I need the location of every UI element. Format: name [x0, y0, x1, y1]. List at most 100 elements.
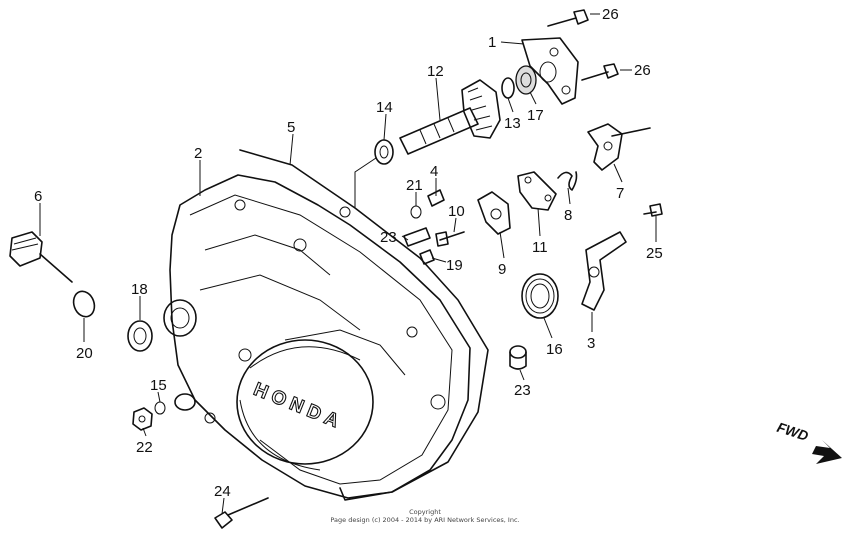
cover-inner-rim [189, 194, 453, 485]
copyright-line-2: Page design (c) 2004 - 2014 by ARI Netwo… [330, 516, 519, 524]
callout-23-lower: 23 [514, 382, 531, 399]
stopper-arm-hole [588, 266, 600, 278]
callout-2: 2 [194, 145, 202, 162]
bolt-25-shank [643, 211, 657, 215]
cover-rib-mid [199, 274, 361, 331]
plate-11-body [517, 171, 557, 211]
bolt-head [214, 511, 233, 529]
spring-8 [557, 171, 578, 191]
boss-7 [204, 412, 216, 424]
callout-4: 4 [430, 163, 438, 180]
bolt-24 [214, 497, 269, 529]
washer-14-outer [374, 139, 394, 165]
washer-14 [374, 139, 394, 165]
bolt-26-side-shank [581, 71, 609, 81]
fwd-indicator: FWD [775, 419, 842, 464]
callout-13: 13 [504, 115, 521, 132]
plate-1-body [521, 37, 579, 105]
filler-boss [163, 299, 197, 337]
seal-inner [133, 327, 147, 345]
callout-26-side: 26 [634, 62, 651, 79]
boss-3 [339, 206, 351, 218]
callout-17: 17 [527, 107, 544, 124]
bolt-shank [227, 497, 269, 516]
callout-20: 20 [76, 345, 93, 362]
bearing-17 [515, 65, 537, 95]
bolt-25-head [649, 203, 663, 217]
boss-1 [293, 238, 307, 252]
cover-rib-upper [204, 234, 331, 276]
washer-21 [410, 205, 422, 219]
boss-5 [430, 394, 446, 410]
plate-11-hole-b [544, 194, 552, 202]
lever-9 [477, 191, 511, 235]
dipstick-cap [9, 231, 43, 267]
bolt-10-head [435, 231, 449, 247]
boss-6 [406, 326, 418, 338]
callout-16: 16 [546, 341, 563, 358]
cover-body [169, 174, 471, 499]
callout-10: 10 [448, 203, 465, 220]
callout-6: 6 [34, 188, 42, 205]
bolt-25 [643, 203, 663, 217]
dowel-23-lower-top [509, 345, 527, 359]
plate-1-hole-b [561, 85, 571, 95]
callout-25: 25 [646, 245, 663, 262]
bolt-26-side-head [603, 63, 619, 79]
plate-1 [521, 37, 579, 105]
drain-boss [174, 393, 196, 411]
bearing-16-balls [525, 278, 555, 314]
dowel-23-lower [509, 345, 527, 370]
dome-ridge [249, 346, 361, 369]
cover-brand-text: HONDA [251, 379, 347, 434]
gear-body [461, 79, 501, 139]
spindle-shaft [399, 107, 479, 155]
callout-24: 24 [214, 483, 231, 500]
copyright-line-1: Copyright [409, 508, 441, 516]
o-ring-20 [72, 290, 96, 318]
plate-1-center [539, 61, 557, 83]
arm-7-hole [603, 141, 613, 151]
bearing-16-outer [521, 273, 559, 319]
plate-11 [517, 171, 557, 211]
bolt-10 [435, 231, 465, 247]
callout-11: 11 [532, 239, 548, 256]
boss-4 [238, 348, 252, 362]
nut-hole [138, 415, 146, 423]
callout-14: 14 [376, 99, 393, 116]
callout-26-top: 26 [602, 6, 619, 23]
callout-8: 8 [564, 207, 572, 224]
fwd-label: FWD [775, 419, 810, 444]
callouts: 1 2 3 4 5 6 7 8 9 10 11 12 13 14 15 16 1… [34, 6, 663, 500]
stopper-arm-3 [581, 231, 627, 311]
callout-12: 12 [427, 63, 444, 80]
bolt-26-top-head [573, 9, 589, 25]
dowel-23-upper-body [403, 227, 431, 247]
lever-9-body [477, 191, 511, 235]
seal-outer [127, 320, 153, 352]
bolt-26-top [547, 9, 589, 27]
spindle-splines [419, 117, 455, 145]
spindle-gear-12 [399, 79, 501, 155]
nut-22 [132, 407, 153, 431]
arm-7-shaft [611, 127, 651, 137]
callout-3: 3 [587, 335, 595, 352]
plate-11-hole-a [524, 176, 532, 184]
cover-rib-lower [284, 329, 406, 376]
callout-1: 1 [488, 34, 496, 51]
copyright-block: Copyright Page design (c) 2004 - 2014 by… [330, 508, 519, 524]
bearing-17-outer [515, 65, 537, 95]
ring-13 [501, 77, 515, 99]
bearing-16 [521, 273, 559, 319]
callout-7: 7 [616, 185, 624, 202]
callout-19: 19 [446, 257, 463, 274]
plate-1-hole-a [549, 47, 559, 57]
bearing-17-inner [520, 72, 532, 88]
leader-lines [39, 13, 657, 515]
bolt-10-shank [439, 231, 465, 241]
stopper-arm-body [581, 231, 627, 311]
callout-18: 18 [131, 281, 148, 298]
washer-15 [154, 401, 166, 415]
